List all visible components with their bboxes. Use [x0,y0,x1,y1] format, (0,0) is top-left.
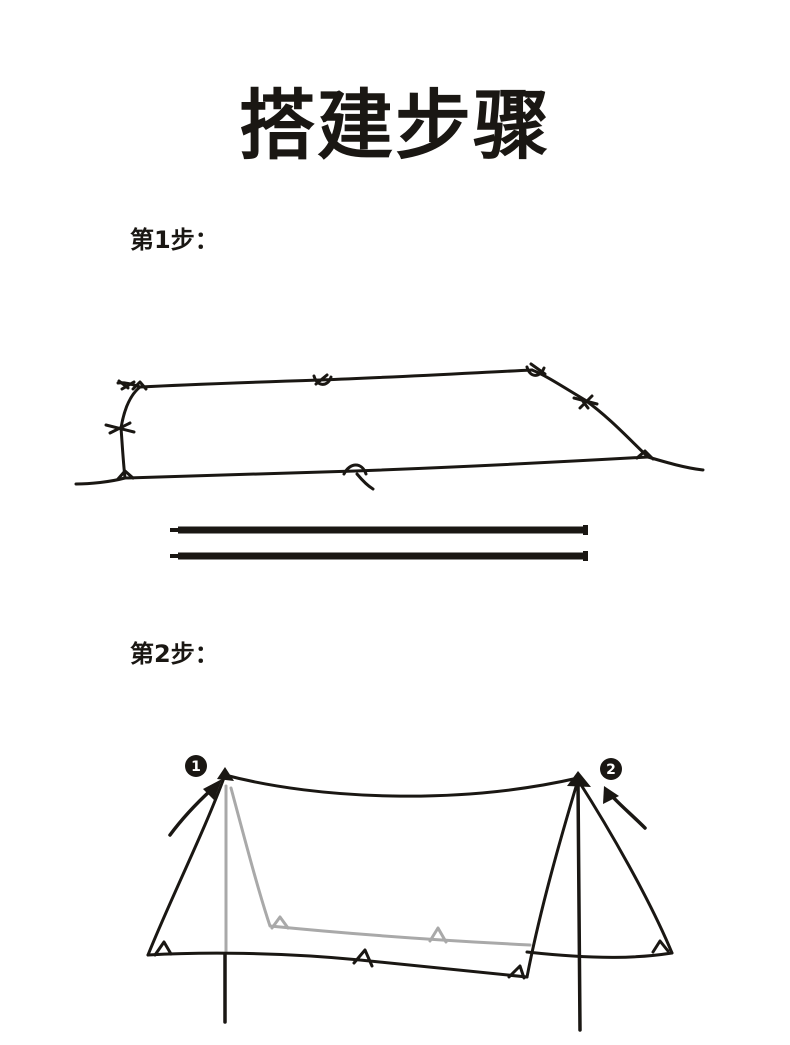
corner-loop-left [153,940,173,957]
corner-loop-bottom-left [116,469,135,481]
tarp-corner-loops [153,939,670,980]
pole-2 [170,551,588,561]
step-marker-2: 2 [600,758,622,780]
apex-cap-right [567,771,591,787]
tarp-right-back-edge [576,778,674,955]
guy-line-right [646,455,705,472]
poles-pitched [223,780,582,1032]
knot-top-left [117,379,148,391]
tarp-left-front-edge [146,773,227,957]
hidden-lines [224,784,532,954]
knot-bottom-middle [342,463,375,491]
guy-line-bottom-left [74,476,127,486]
tarp-right-edge [530,368,650,459]
curved-arrow-icon [168,779,222,837]
curved-arrow-icon [603,786,647,830]
hidden-loop-left [270,915,290,930]
corner-loop-right [651,939,670,954]
knot-right-edge [572,394,599,410]
tarp-right-front-edge [525,778,580,979]
corner-loop-bottom-right [635,449,655,461]
tarp-ridge [223,773,580,798]
flat-tarp-outline [119,368,650,480]
step-marker-2-number: 2 [606,762,616,778]
tarp-top-edge [138,368,534,389]
step-2-label: 第2步： [130,640,219,668]
pole-1 [170,525,588,535]
step-2-illustration: 1 2 [146,755,674,1032]
tarp-apex-caps [217,767,591,787]
step-1-illustration [74,362,705,561]
back-panel-hidden-edge [229,786,532,947]
knot-top-right [525,362,547,377]
step-marker-1-number: 1 [191,759,201,775]
hidden-loop-middle [428,926,448,944]
step-1-label: 第1步： [130,226,219,254]
tent-poles [170,525,588,561]
tarp-bottom-edge [123,455,650,480]
right-pole [576,780,582,1032]
pitched-tarp-outline [146,773,674,979]
step-marker-1: 1 [185,755,207,777]
knot-left-edge [104,421,136,435]
knot-top-middle [312,373,333,386]
bottom-loop-middle [352,948,374,968]
page-title: 搭建步骤 [239,81,551,170]
rope-knots [104,362,655,491]
tarp-back-bottom-edge [525,950,674,959]
apex-cap-left [217,767,234,781]
tarp-front-bottom-edge [146,951,529,979]
bottom-loop-right [507,964,526,980]
